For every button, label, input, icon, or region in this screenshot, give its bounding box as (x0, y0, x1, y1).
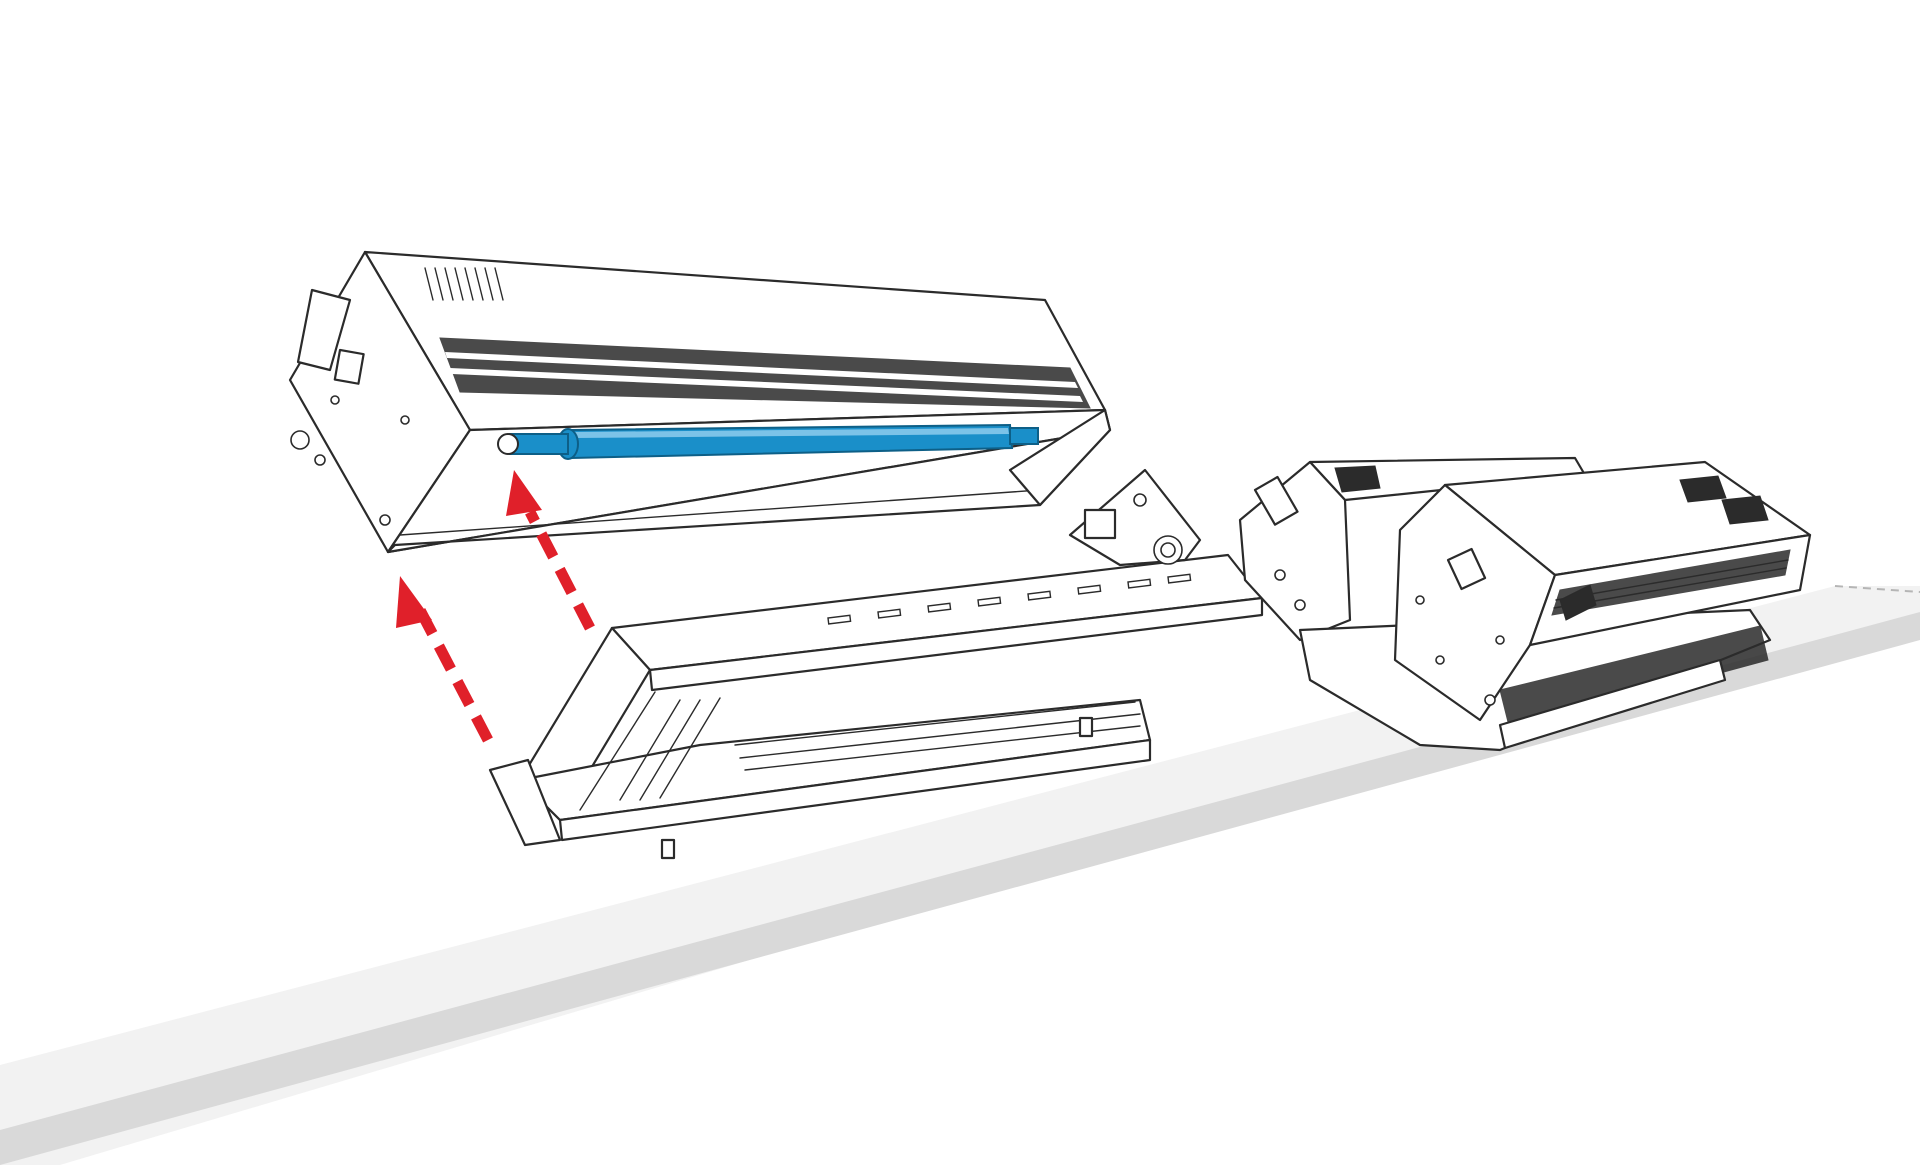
upper-top-vents (424, 267, 504, 301)
roller-shaft-right (1009, 427, 1039, 445)
frame-inner-slats (579, 691, 1141, 811)
frame-foot-1 (660, 838, 676, 860)
arrow-left-head (396, 576, 432, 628)
upper-end-window (333, 348, 365, 385)
roller-shaft-tip (497, 433, 519, 455)
frame-rail-slots (827, 573, 1192, 625)
assembled-corner-vent (1559, 584, 1597, 621)
assembled-bottom-plate (1498, 658, 1727, 750)
floor-dash-line (1834, 585, 1920, 593)
upper-end-handle (296, 288, 352, 372)
frame-foot-2 (1078, 716, 1094, 738)
assembled-top-pad-1 (1679, 475, 1727, 503)
assembled-unit (1238, 456, 1812, 752)
arrow-right-head (506, 470, 542, 516)
assembled-back-handle (1253, 475, 1299, 526)
upper-unit (288, 250, 1112, 554)
arrow-right (506, 470, 595, 631)
frame-front-face (648, 596, 1264, 692)
roller-highlight (575, 428, 1009, 438)
arrow-right-shaft (525, 509, 595, 631)
arrow-left (396, 576, 493, 743)
highlighted-roller (497, 423, 1039, 460)
assembled-top-pad-2 (1721, 495, 1769, 525)
upper-vent-gaps (445, 352, 1078, 388)
assembled-lower-vents (1499, 625, 1769, 731)
frame-front-lip (488, 758, 562, 847)
upper-right-end (1008, 408, 1112, 507)
frame-lower-rail (558, 738, 1152, 842)
arrow-left-shaft (415, 607, 493, 743)
floor-edge (0, 612, 1920, 1165)
assembled-front-window (1446, 547, 1487, 591)
assembled-back-vent (1334, 465, 1381, 493)
frame-bracket-clip (1083, 508, 1117, 540)
lower-frame (488, 468, 1264, 860)
